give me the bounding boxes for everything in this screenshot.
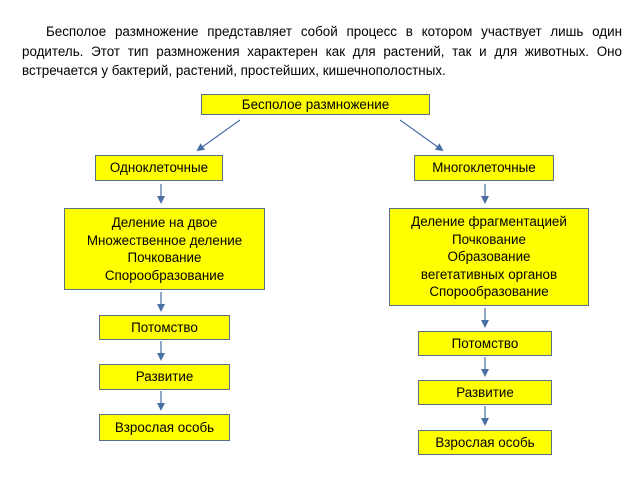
right-adult-label: Взрослая особь bbox=[435, 434, 535, 450]
left-adult-node: Взрослая особь bbox=[99, 414, 230, 441]
method-item: вегетативных органов bbox=[420, 266, 558, 282]
multicellular-methods-node: Деление фрагментацией Почкование Образов… bbox=[389, 208, 589, 306]
intro-paragraph: Бесполое размножение представляет собой … bbox=[22, 24, 622, 78]
right-offspring-node: Потомство bbox=[418, 331, 552, 356]
unicellular-methods-node: Деление на двое Множественное деление По… bbox=[64, 208, 265, 290]
unicellular-node: Одноклеточные bbox=[95, 155, 223, 181]
right-adult-node: Взрослая особь bbox=[418, 430, 552, 455]
method-item: Деление на двое bbox=[111, 215, 218, 230]
left-adult-label: Взрослая особь bbox=[114, 419, 215, 435]
arrow-root-to-right bbox=[399, 119, 444, 152]
left-development-label: Развитие bbox=[135, 369, 194, 385]
method-item: Почкование bbox=[127, 250, 202, 265]
unicellular-label: Одноклеточные bbox=[109, 160, 209, 176]
multicellular-label: Многоклеточные bbox=[432, 160, 536, 176]
arrow-root-to-left bbox=[196, 119, 241, 152]
method-item: Спорообразование bbox=[429, 284, 549, 300]
method-item: Деление фрагментацией bbox=[411, 214, 567, 230]
right-offspring-label: Потомство bbox=[451, 335, 519, 351]
left-offspring-node: Потомство bbox=[99, 315, 230, 340]
left-offspring-label: Потомство bbox=[131, 319, 198, 335]
root-node: Бесполое размножение bbox=[201, 94, 430, 115]
right-development-label: Развитие bbox=[456, 384, 514, 400]
method-item: Почкование bbox=[452, 231, 526, 247]
root-label: Бесполое размножение bbox=[241, 96, 390, 112]
method-item: Спорообразование bbox=[104, 267, 225, 283]
method-item: Образование bbox=[447, 249, 531, 265]
right-development-node: Развитие bbox=[418, 380, 552, 405]
multicellular-node: Многоклеточные bbox=[414, 155, 554, 181]
method-item: Множественное деление bbox=[86, 232, 243, 248]
left-development-node: Развитие bbox=[99, 364, 230, 390]
